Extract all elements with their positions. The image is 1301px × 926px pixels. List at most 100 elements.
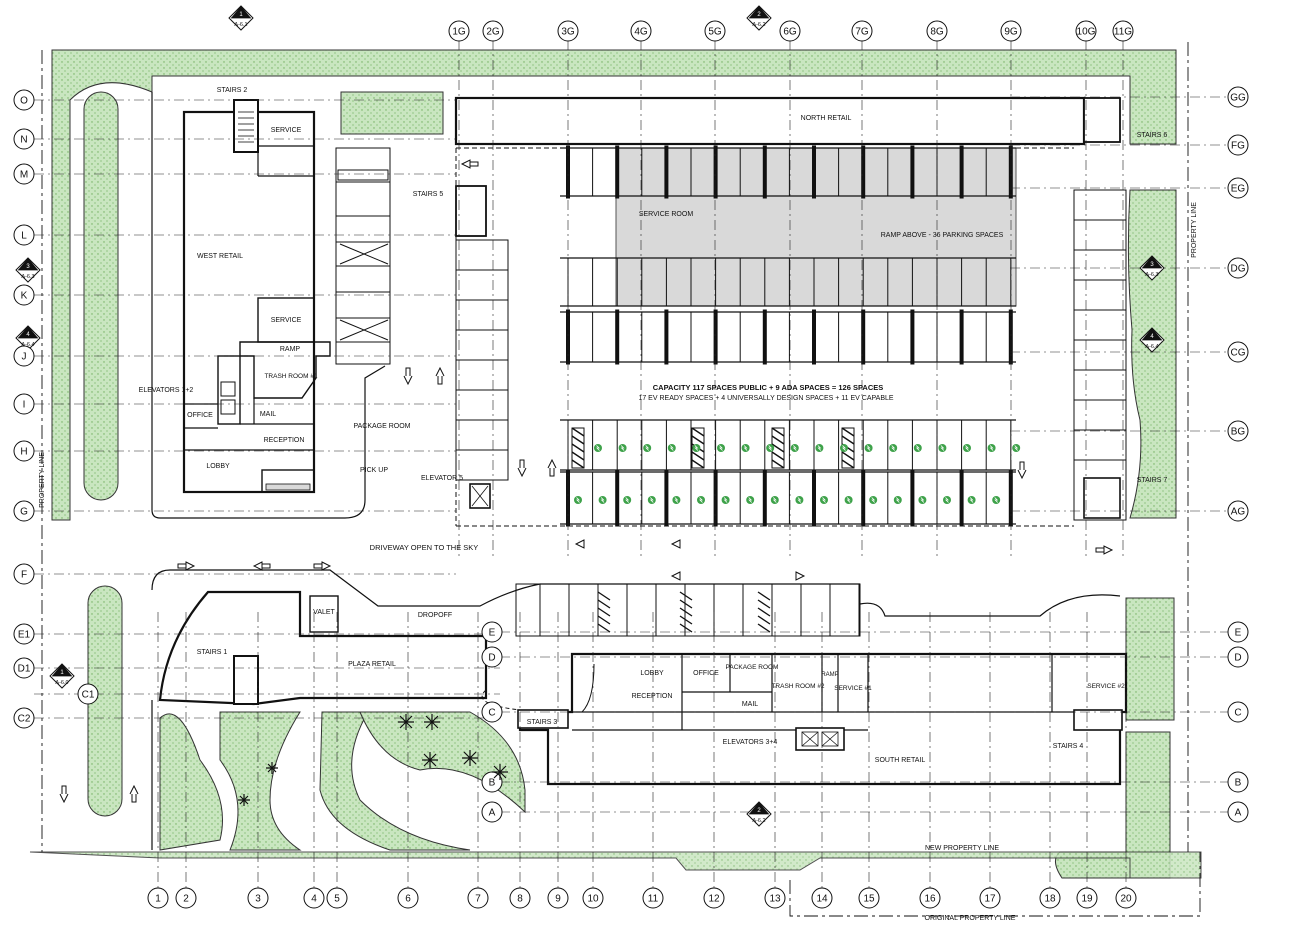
ev-charger-icon — [987, 444, 996, 452]
new-property-line-label: NEW PROPERTY LINE — [925, 845, 999, 852]
grid-bubble-1: 1 — [147, 887, 169, 909]
grid-bubble-8: 8 — [509, 887, 531, 909]
grid-bubble-c-c-label: C — [488, 708, 495, 719]
grid-bubble-9g-label: 9G — [1004, 27, 1018, 38]
property-line-west-label: PROPERTY LINE — [39, 452, 46, 508]
grid-bubble-17: 17 — [979, 887, 1001, 909]
ev-charging-icons — [574, 444, 1021, 504]
grid-bubble-r-gg-label: GG — [1230, 93, 1246, 104]
grid-bubble-c-e: E — [481, 621, 503, 643]
section-sheet: A-6.3 — [1145, 272, 1158, 278]
section-marker-west-2: 4A-6.4 — [15, 325, 41, 351]
grid-bubble-r-d: D — [1227, 646, 1249, 668]
capacity-line-2: 17 EV READY SPACES + 4 UNIVERSALLY DESIG… — [638, 395, 893, 402]
stairs-1-core — [233, 655, 259, 705]
grid-bubble-4g-label: 4G — [634, 27, 648, 38]
ramp-south-label: RAMP — [821, 672, 838, 678]
elevators-3-4-label: ELEVATORS 3+4 — [723, 739, 778, 746]
section-num: 1 — [60, 670, 64, 676]
grid-bubble-l: L — [13, 224, 35, 246]
ramp-west-label: RAMP — [280, 346, 301, 353]
package-room-label: PACKAGE ROOM — [353, 423, 410, 430]
grid-bubble-l-label: L — [21, 231, 27, 242]
grid-bubble-o-label: O — [20, 96, 28, 107]
grid-bubble-3g-label: 3G — [561, 27, 575, 38]
stairs-7-core — [1083, 477, 1121, 519]
grid-bubble-7-label: 7 — [475, 894, 481, 905]
grid-lines — [34, 40, 1228, 888]
grid-bubble-r-gg: GG — [1227, 86, 1249, 108]
grid-bubble-g: G — [13, 500, 35, 522]
valet-label: VALET — [313, 609, 335, 616]
ev-charger-icon — [864, 444, 873, 452]
ramp-above-label: RAMP ABOVE - 36 PARKING SPACES — [881, 232, 1004, 239]
grid-bubble-2-label: 2 — [183, 894, 189, 905]
grid-bubble-7: 7 — [467, 887, 489, 909]
grid-bubble-d1-label: D1 — [18, 664, 31, 675]
ev-charger-icon — [770, 496, 779, 504]
west-building — [182, 99, 331, 494]
ev-charger-icon — [692, 444, 701, 452]
grid-bubble-f: F — [13, 563, 35, 585]
grid-bubble-o: O — [13, 89, 35, 111]
grid-bubble-19-label: 19 — [1081, 894, 1093, 905]
ev-charger-icon — [963, 444, 971, 452]
ev-charger-icon — [820, 496, 828, 504]
grid-bubble-5g: 5G — [704, 20, 726, 42]
grid-bubble-c-d-label: D — [488, 653, 495, 664]
grid-bubble-r-b-label: B — [1235, 778, 1242, 789]
lobby-south-label: LOBBY — [640, 670, 664, 677]
office-west-label: OFFICE — [187, 412, 213, 419]
section-marker-east-1: 3A-6.3 — [1139, 255, 1165, 281]
section-sheet: A-6.4 — [1145, 344, 1158, 350]
stairs-5-label: STAIRS 5 — [413, 191, 444, 198]
ev-charger-icon — [721, 496, 730, 504]
section-num: 3 — [26, 264, 30, 270]
north-landscape-strip — [51, 49, 1177, 521]
grid-bubble-10: 10 — [582, 887, 604, 909]
grid-bubble-r-bg: BG — [1227, 420, 1249, 442]
stairs-6-core — [1083, 97, 1121, 143]
grid-bubble-r-a-label: A — [1235, 808, 1242, 819]
section-num: 4 — [26, 332, 30, 338]
grid-bubble-5g-label: 5G — [708, 27, 722, 38]
ev-charger-icon — [913, 444, 922, 452]
plaza-landscape-3 — [319, 711, 471, 851]
section-marker-east-2: 4A-6.4 — [1139, 327, 1165, 353]
stairs-1-label: STAIRS 1 — [197, 649, 228, 656]
grid-bubble-20: 20 — [1115, 887, 1137, 909]
east-column-stalls — [1073, 189, 1127, 521]
south-dropoff-stalls — [515, 583, 861, 637]
grid-bubble-12-label: 12 — [708, 894, 720, 905]
grid-bubble-15-label: 15 — [863, 894, 875, 905]
stairs-4-label: STAIRS 4 — [1053, 743, 1084, 750]
grid-bubble-19: 19 — [1076, 887, 1098, 909]
palm-trees — [238, 714, 508, 806]
ev-charger-icon — [618, 444, 627, 452]
grid-bubble-20-label: 20 — [1120, 894, 1132, 905]
south-building — [517, 652, 1128, 786]
section-num: 4 — [1150, 334, 1154, 340]
grid-bubble-11g: 11G — [1112, 20, 1134, 42]
north-retail-label: NORTH RETAIL — [801, 115, 852, 122]
grid-bubble-4-label: 4 — [311, 894, 317, 905]
elevators-1-2-label: ELEVATORS 1+2 — [139, 387, 194, 394]
grid-bubble-r-eg: EG — [1227, 177, 1249, 199]
north-retail-block — [454, 96, 1086, 146]
section-num: 1 — [239, 12, 243, 18]
section-num: 2 — [757, 808, 761, 814]
grid-bubble-r-fg: FG — [1227, 134, 1249, 156]
grid-bubble-c-a: A — [481, 801, 503, 823]
elevator-5-label: ELEVATOR 5 — [421, 475, 463, 482]
grid-bubble-15: 15 — [858, 887, 880, 909]
ev-charger-icon — [594, 444, 602, 452]
ev-charger-icon — [889, 444, 898, 452]
grid-bubble-11: 11 — [642, 887, 664, 909]
grid-bubble-c2-label: C2 — [18, 714, 31, 725]
grid-bubble-c-b: B — [481, 771, 503, 793]
office-south-label: OFFICE — [693, 670, 719, 677]
grid-bubble-14-label: 14 — [816, 894, 828, 905]
plaza-retail-building — [158, 590, 521, 711]
grid-bubble-8g-label: 8G — [930, 27, 944, 38]
